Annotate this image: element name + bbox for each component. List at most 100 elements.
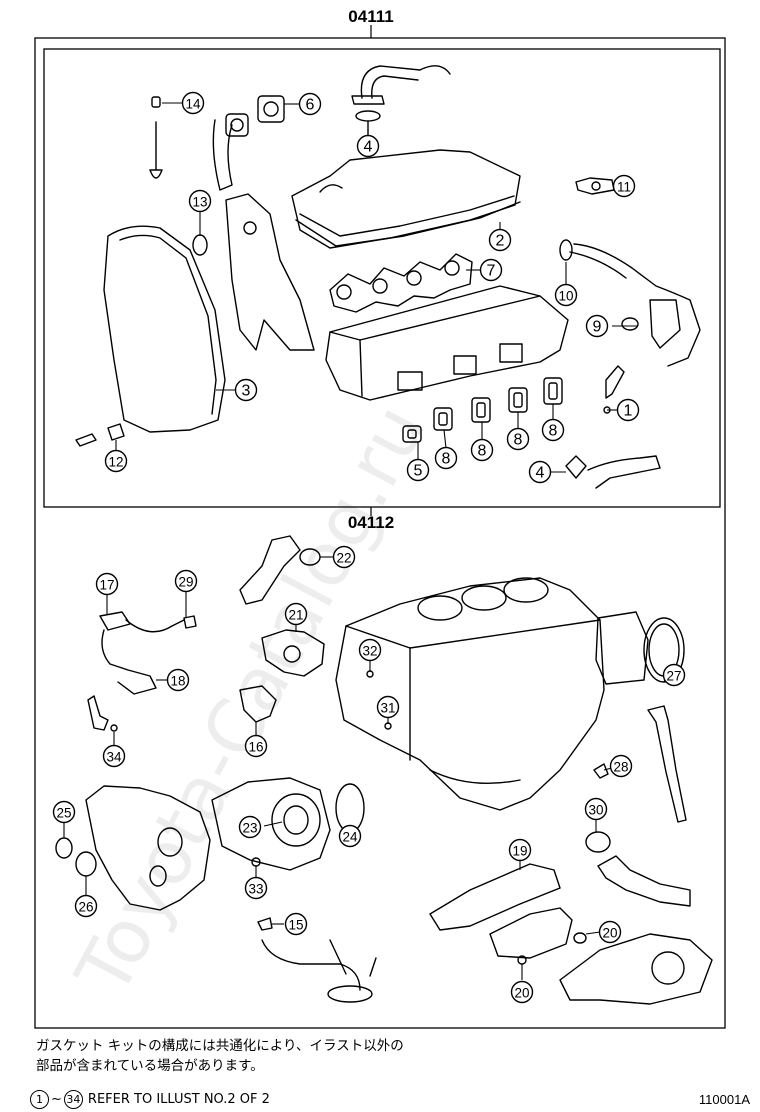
callout-label: 2	[496, 233, 505, 250]
callout-c31: 31	[376, 695, 400, 719]
callout-circle	[616, 398, 640, 422]
callout-label: 9	[593, 319, 602, 336]
callout-label: 20	[602, 926, 617, 941]
callout-circle	[238, 815, 262, 839]
callout-label: 30	[588, 803, 603, 818]
callout-label: 4	[364, 139, 373, 156]
callout-circle	[434, 446, 458, 470]
illustration-code: 110001A	[698, 1092, 750, 1107]
callout-label: 8	[514, 432, 523, 449]
callout-c13: 13	[188, 189, 212, 213]
callout-label: 34	[106, 750, 122, 765]
callout-circle	[95, 572, 119, 596]
callout-c28: 28	[609, 754, 633, 778]
callout-label: 17	[99, 578, 114, 593]
callout-label: 11	[617, 180, 631, 195]
callout-circle	[102, 744, 126, 768]
callout-circle	[541, 418, 565, 442]
callout-circle	[74, 894, 98, 918]
callout-circle	[174, 569, 198, 593]
callout-circle	[244, 876, 268, 900]
callout-c8b: 8	[470, 438, 494, 462]
callout-label: 8	[549, 423, 558, 440]
callout-label: 23	[242, 821, 257, 836]
callout-c3: 3	[234, 378, 258, 402]
callout-c4b: 4	[528, 460, 552, 484]
callout-c29: 29	[174, 569, 198, 593]
callout-c27: 27	[662, 663, 686, 687]
callout-c21: 21	[284, 602, 308, 626]
kit-code-04111: 04111	[348, 7, 393, 26]
callout-circle	[284, 602, 308, 626]
callout-circle	[188, 189, 212, 213]
note-line-2: 部品が含まれている場合があります。	[36, 1058, 264, 1074]
callout-c20b: 20	[510, 980, 534, 1004]
callout-c32: 32	[358, 638, 382, 662]
callout-c22: 22	[332, 545, 356, 569]
callout-circle	[356, 134, 380, 158]
callout-label: 31	[380, 701, 395, 716]
callout-c19: 19	[508, 838, 532, 862]
callout-label: 20	[514, 986, 529, 1001]
callout-c11: 11	[612, 174, 636, 198]
callout-label: 6	[306, 97, 315, 114]
callout-label: 10	[558, 289, 573, 304]
callout-circle	[166, 668, 190, 692]
callout-circle	[585, 314, 609, 338]
callout-label: 22	[336, 551, 351, 566]
callout-label: 14	[185, 97, 201, 112]
callout-c4a: 4	[356, 134, 380, 158]
callout-c18: 18	[166, 668, 190, 692]
callout-c20a: 20	[598, 920, 622, 944]
callout-label: 8	[442, 451, 451, 468]
callout-circle	[284, 912, 308, 936]
callout-c23: 23	[238, 815, 262, 839]
callout-c16: 16	[244, 734, 268, 758]
callout-c8c: 8	[506, 427, 530, 451]
upper-part-drawings	[75, 65, 701, 489]
callout-c7: 7	[479, 258, 503, 282]
callout-label: 32	[362, 644, 377, 659]
callout-circle	[338, 824, 362, 848]
callout-circle	[332, 545, 356, 569]
callout-circle	[298, 92, 322, 116]
callout-circle	[406, 458, 430, 482]
callout-circle	[358, 638, 382, 662]
callout-circle	[662, 663, 686, 687]
callout-circle	[584, 797, 608, 821]
reference-separator: ~	[51, 1092, 62, 1107]
callout-c26: 26	[74, 894, 98, 918]
callout-c14: 14	[181, 91, 205, 115]
gasket-kit-note: ガスケット キットの構成には共通化により、イラスト以外の 部品が含まれている場合…	[36, 1036, 404, 1076]
callout-circle	[554, 283, 578, 307]
callout-label: 24	[342, 830, 358, 845]
inner-kit-frame	[43, 48, 721, 508]
callout-c10: 10	[554, 283, 578, 307]
callout-circle	[52, 800, 76, 824]
callout-circle	[234, 378, 258, 402]
leader-lines	[63, 102, 671, 980]
reference-text: REFER TO ILLUST NO.2 OF 2	[87, 1092, 270, 1107]
note-line-1: ガスケット キットの構成には共通化により、イラスト以外の	[36, 1038, 404, 1054]
callout-circle	[376, 695, 400, 719]
callout-label: 27	[666, 669, 681, 684]
callout-c12: 12	[104, 449, 128, 473]
callout-label: 5	[414, 463, 423, 480]
callout-label: 18	[170, 674, 185, 689]
callout-c8d: 8	[541, 418, 565, 442]
callout-c25: 25	[52, 800, 76, 824]
callout-label: 33	[248, 882, 263, 897]
callout-circle	[488, 228, 512, 252]
callout-label: 19	[512, 844, 527, 859]
callout-label: 13	[192, 195, 207, 210]
callout-label: 25	[56, 806, 71, 821]
callout-c2: 2	[488, 228, 512, 252]
callout-circle	[508, 838, 532, 862]
callout-c34: 34	[102, 744, 126, 768]
callout-label: 15	[288, 918, 303, 933]
callout-label: 21	[288, 608, 303, 623]
outer-kit-frame	[34, 37, 726, 1029]
illustration-reference: 1 ~ 34 REFER TO ILLUST NO.2 OF 2	[30, 1090, 270, 1109]
